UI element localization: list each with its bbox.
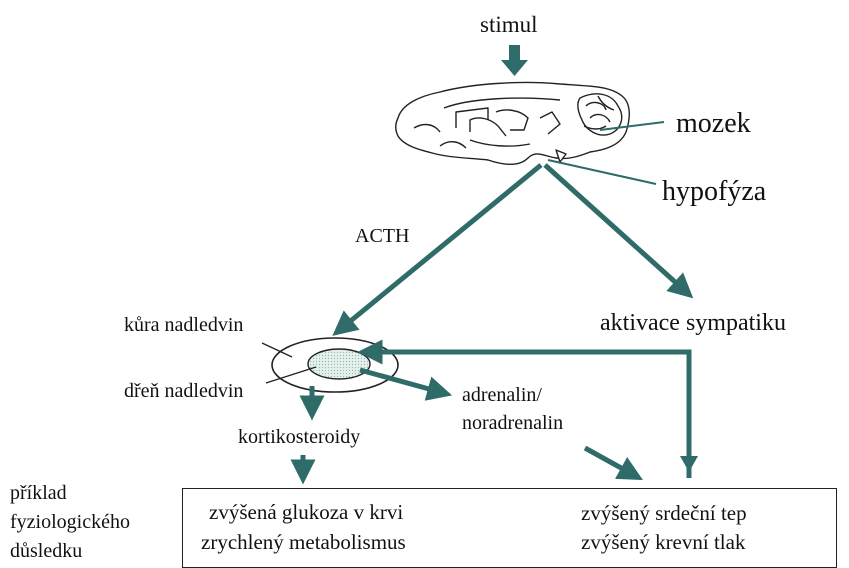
adrenal-medulla-shape	[308, 349, 370, 379]
physiological-result-box: zvýšená glukoza v krvi zrychlený metabol…	[182, 488, 837, 568]
adrenalin-label-line2: noradrenalin	[462, 413, 563, 433]
adrenalin-to-result-arrow	[585, 448, 632, 474]
corticosteroids-label: kortikosteroidy	[238, 427, 360, 447]
adrenal-cortex-label: kůra nadledvin	[124, 315, 243, 335]
sympathetic-to-result-arrowhead	[680, 456, 698, 472]
brain-pointer-line	[600, 122, 664, 130]
example-caption-line1: příklad	[10, 483, 67, 503]
acth-label: ACTH	[355, 226, 409, 246]
stimulus-arrow	[501, 45, 528, 76]
result-left-line2: zrychlený metabolismus	[201, 532, 406, 553]
sympathetic-label: aktivace sympatiku	[600, 311, 786, 335]
result-left-line1: zvýšená glukoza v krvi	[209, 502, 403, 523]
brain-label: mozek	[676, 110, 751, 138]
brain-sketch-icon	[396, 82, 630, 164]
example-caption-line3: důsledku	[10, 541, 82, 561]
pituitary-label: hypofýza	[662, 178, 766, 206]
result-right-line1: zvýšený srdeční tep	[581, 503, 747, 524]
result-right-line2: zvýšený krevní tlak	[581, 532, 745, 553]
stimulus-label: stimul	[480, 13, 538, 36]
example-caption-line2: fyziologického	[10, 512, 130, 532]
adrenal-medulla-label: dřeň nadledvin	[124, 381, 243, 401]
adrenalin-label-line1: adrenalin/	[462, 385, 542, 405]
